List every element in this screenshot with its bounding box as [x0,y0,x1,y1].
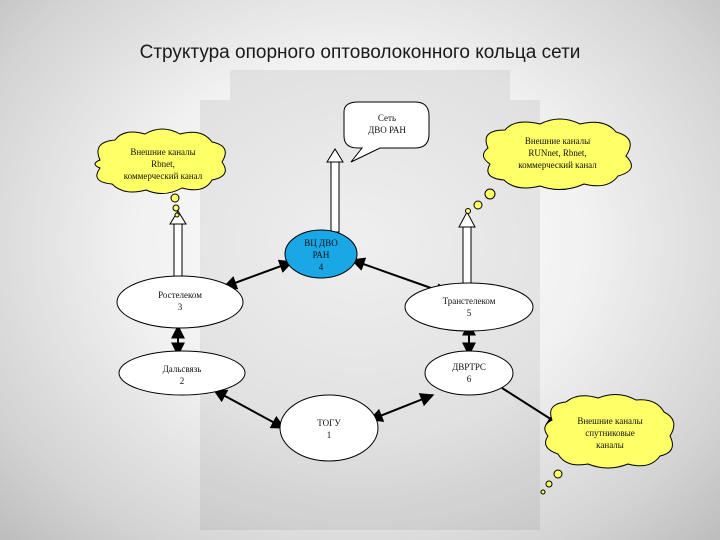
cloud-right-line2: RUNnet, Rbnet, [528,148,587,158]
node-center-label: ВЦ ДВО РАН 4 [291,236,351,274]
node-transtelecom [404,282,534,332]
cloud-bottom-line1: Внешние каналы [577,416,643,426]
node-rostelecom-name: Ростелеком [158,290,202,300]
cloud-left-line2: Rbnet, [151,159,175,169]
link-rostelecom-left-cloud [169,210,187,285]
cloud-left-line1: Внешние каналы [130,147,196,157]
node-rostelecom-label: Ростелеком 3 [130,288,230,314]
node-togu-label: ТОГУ 1 [289,414,369,444]
cloud-right-line1: Внешние каналы [524,136,591,146]
node-dvrtrs-label: ДВРТРС 6 [429,360,509,386]
cloud-bottom-line3: каналы [596,440,624,450]
node-dvrtrs-name: ДВРТРС [452,362,486,372]
node-rostelecom [116,275,244,329]
cloud-left-line3: коммерческий канал [123,171,203,181]
node-dvrtrs-num: 6 [466,374,472,384]
cloud-bottom-line2: спутниковые [585,428,635,438]
cloud-right-label: Внешние каналы RUNnet, Rbnet, коммерческ… [500,133,615,173]
cloud-left-label: Внешние каналы Rbnet, коммерческий канал [108,144,218,184]
node-rostelecom-num: 3 [177,302,183,312]
node-dalsvyaz [118,350,246,396]
node-togu-num: 1 [326,430,332,440]
callout-line1: Сеть [377,113,397,123]
link-dalsvyaz-togu [212,389,286,429]
node-dalsvyaz-num: 2 [179,376,185,386]
node-center [284,229,358,279]
node-dvrtrs [424,350,514,396]
node-center-num: 4 [318,262,324,272]
cloud-left-external-channels [94,128,226,218]
cloud-right-external-channels [465,118,632,214]
callout-line2: ДВО РАН [368,125,406,135]
node-transtelecom-label: Транстелеком 5 [419,294,519,320]
link-togu-dvrtrs [368,393,435,422]
node-togu [279,394,379,462]
node-transtelecom-name: Транстелеком [442,296,496,306]
page-title: Структура опорного оптоволоконного кольц… [139,42,581,63]
callout-network-label: Сеть ДВО РАН [350,110,424,138]
link-center-top-cloud [326,148,344,233]
node-dalsvyaz-label: Дальсвязь 2 [132,362,232,388]
link-transtelecom-right-cloud [458,210,476,289]
cloud-bottom-external-channels [540,394,675,495]
link-center-rostelecom [222,259,294,290]
node-togu-name: ТОГУ [317,418,341,428]
cloud-bottom-label: Внешние каналы спутниковые каналы [560,413,660,453]
node-dalsvyaz-name: Дальсвязь [162,364,202,374]
callout-network-dvo-ran [343,101,430,163]
node-transtelecom-num: 5 [466,308,472,318]
link-dvrtrs-bottom-cloud [501,387,562,426]
node-center-line2: РАН [312,250,330,260]
cloud-right-line3: коммерческий канал [518,160,597,170]
node-center-line1: ВЦ ДВО [304,238,338,248]
